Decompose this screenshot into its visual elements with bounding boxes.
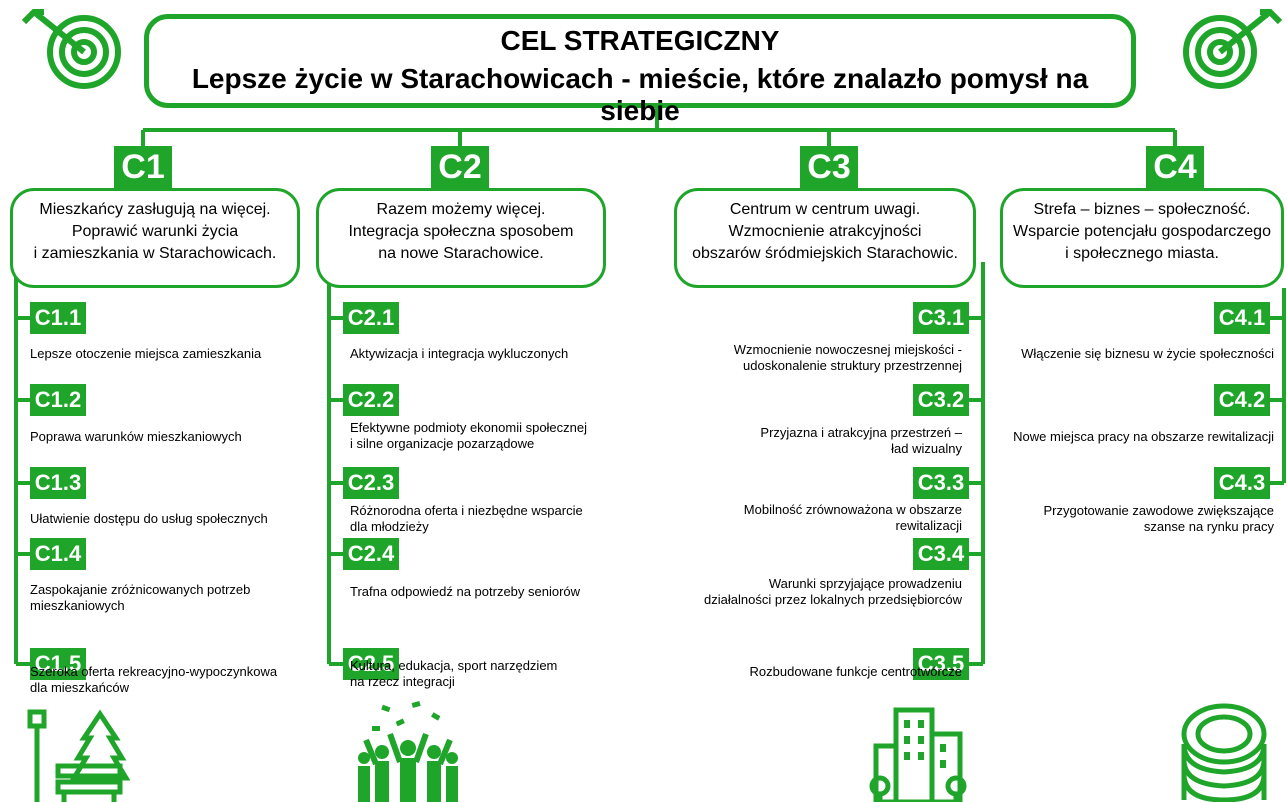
goal-badge-c3: C3: [800, 146, 858, 188]
goal-box-c2: Razem możemy więcej. Integracja społeczn…: [316, 188, 606, 288]
goal-text-line: i zamieszkania w Starachowicach.: [33, 245, 277, 262]
subgoal-text-c3-5: Rozbudowane funkcje centrotwórcze: [749, 664, 962, 679]
subgoal-text-c2-4: Trafna odpowiedź na potrzeby seniorów: [350, 584, 581, 599]
subgoal-badge-c1-2: C1.2: [30, 384, 86, 416]
goal-text-line: Wsparcie potencjału gospodarczego: [1013, 223, 1271, 240]
goal-box-c3: Centrum w centrum uwagi. Wzmocnienie atr…: [674, 188, 976, 288]
subgoal-badge-c2-2: C2.2: [343, 384, 399, 416]
strategic-goal-title: CEL STRATEGICZNY: [500, 25, 780, 56]
subgoal-text-c1-1: Lepsze otoczenie miejsca zamieszkania: [30, 346, 262, 361]
subgoal-badge-c3-3: C3.3: [913, 467, 969, 499]
goal-text-line: Razem możemy więcej.: [376, 201, 546, 218]
subgoal-text-c2-1: Aktywizacja i integracja wykluczonych: [350, 346, 569, 361]
subgoal-badge-c3-5: C3.5: [913, 648, 969, 680]
subgoal-text-c3-1: Wzmocnienie nowoczesnej miejskości -udos…: [733, 342, 962, 373]
subgoal-badge-c3-4: C3.4: [913, 538, 969, 570]
park-bench-icon: [27, 709, 130, 802]
goal-text-line: i społecznego miasta.: [1065, 245, 1219, 262]
goal-badge-c1: C1: [114, 146, 172, 188]
subgoal-badge-c3-1: C3.1: [913, 302, 969, 334]
subgoal-badge-c1-1: C1.1: [30, 302, 86, 334]
strategic-goal-subtitle: Lepsze życie w Starachowicach - mieście,…: [191, 63, 1089, 126]
subgoal-badge-c2-5: C2.5: [343, 648, 399, 680]
goal-text-line: Poprawić warunki życia: [71, 223, 239, 240]
goal-text-line: Centrum w centrum uwagi.: [729, 201, 921, 218]
subgoal-text-c1-2: Poprawa warunków mieszkaniowych: [30, 429, 242, 444]
subgoal-badge-c4-1: C4.1: [1214, 302, 1270, 334]
coins-icon: [1181, 703, 1267, 802]
goal-text-line: na nowe Starachowice.: [378, 245, 544, 262]
subgoal-badge-c3-2: C3.2: [913, 384, 969, 416]
goal-text-line: obszarów śródmiejskich Starachowic.: [692, 245, 958, 262]
subgoal-text-c1-3: Ułatwienie dostępu do usług społecznych: [30, 511, 268, 526]
subgoal-badge-c1-5: C1.5: [30, 648, 86, 680]
subgoal-badge-c1-4: C1.4: [30, 538, 86, 570]
subgoal-badge-c4-3: C4.3: [1214, 467, 1270, 499]
people-celebrating-icon: [358, 701, 458, 802]
target-icon: [21, 9, 121, 89]
city-buildings-icon: [869, 707, 967, 802]
subgoal-badge-c4-2: C4.2: [1214, 384, 1270, 416]
goal-text-line: Integracja społeczna sposobem: [348, 223, 574, 240]
goal-text-line: Mieszkańcy zasługują na więcej.: [39, 201, 271, 218]
goal-text-line: Strefa – biznes – społeczność.: [1033, 201, 1251, 218]
strategic-goal-box: CEL STRATEGICZNY Lepsze życie w Staracho…: [144, 14, 1136, 126]
subgoal-badge-c1-3: C1.3: [30, 467, 86, 499]
goal-box-c1: Mieszkańcy zasługują na więcej. Poprawić…: [10, 188, 300, 288]
subgoal-badge-c2-4: C2.4: [343, 538, 399, 570]
subgoal-badge-c2-1: C2.1: [343, 302, 399, 334]
subgoal-text-c4-2: Nowe miejsca pracy na obszarze rewitaliz…: [1013, 429, 1274, 444]
goal-text-line: Wzmocnienie atrakcyjności: [728, 223, 922, 240]
subgoal-badge-c2-3: C2.3: [343, 467, 399, 499]
goal-badge-c4: C4: [1146, 146, 1204, 188]
subgoal-text-c4-1: Włączenie się biznesu w życie społecznoś…: [1021, 346, 1274, 361]
goal-badge-c2: C2: [431, 146, 489, 188]
target-icon: [1183, 9, 1282, 89]
goal-box-c4: Strefa – biznes – społeczność. Wsparcie …: [1000, 188, 1284, 288]
subgoal-text-c3-2: Przyjazna i atrakcyjna przestrzeń –ład w…: [760, 425, 962, 456]
